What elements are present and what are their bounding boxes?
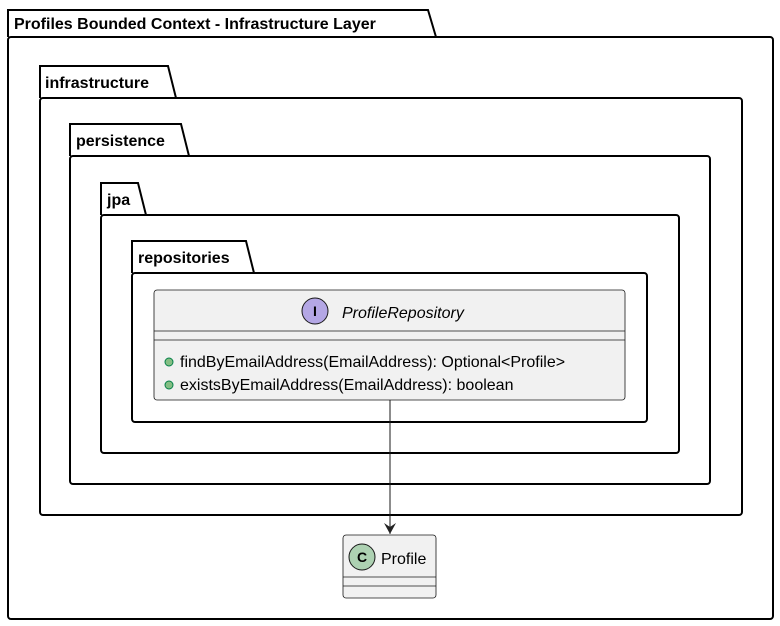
method-signature: existsByEmailAddress(EmailAddress): bool…	[180, 377, 513, 394]
class-icon: C	[348, 543, 376, 571]
method-row: findByEmailAddress(EmailAddress): Option…	[164, 354, 565, 371]
class-profile[interactable]: C Profile	[342, 534, 437, 599]
class-name: Profile	[381, 551, 426, 568]
package-infrastructure: infrastructure	[39, 65, 743, 516]
package-title-repositories: repositories	[138, 250, 230, 267]
public-method-icon	[164, 357, 174, 367]
package-profiles-bounded-context: Profiles Bounded Context - Infrastructur…	[7, 9, 774, 620]
method-row: existsByEmailAddress(EmailAddress): bool…	[164, 377, 513, 394]
package-title-jpa: jpa	[106, 192, 130, 209]
method-signature: findByEmailAddress(EmailAddress): Option…	[180, 354, 565, 371]
interface-name: ProfileRepository	[342, 305, 465, 322]
package-title-persistence: persistence	[76, 133, 165, 150]
interface-icon-letter: I	[313, 303, 317, 319]
public-method-icon	[164, 380, 174, 390]
class-icon-letter: C	[357, 549, 367, 565]
interface-icon: I	[301, 297, 329, 325]
package-title-root: Profiles Bounded Context - Infrastructur…	[14, 16, 376, 33]
package-title-infrastructure: infrastructure	[45, 75, 149, 92]
interface-profile-repository[interactable]: I ProfileRepository findByEmailAddress(E…	[153, 289, 626, 401]
